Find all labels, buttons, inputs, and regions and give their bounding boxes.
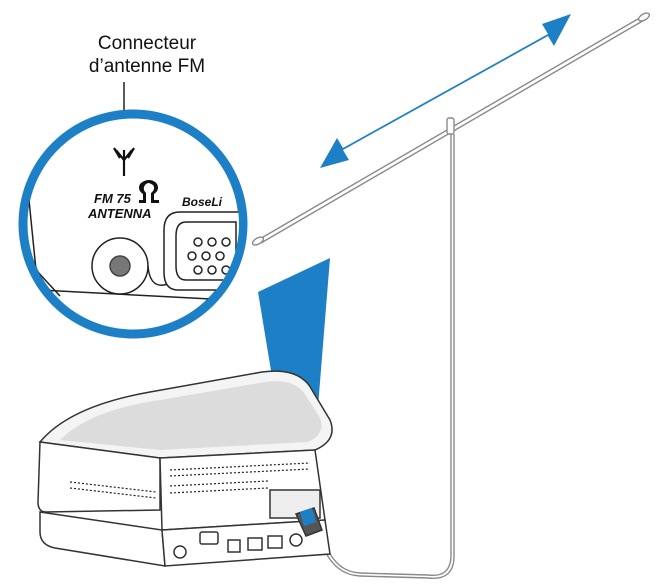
port-1 [199, 531, 219, 545]
port-5 [289, 533, 303, 547]
fm-dipole-antenna [251, 12, 651, 580]
bose-system-unit [37, 370, 333, 567]
vent-slots [169, 462, 311, 494]
ohm-icon [139, 180, 159, 203]
zoom-circle: FM 75 ANTENNA BoseLi [18, 109, 248, 339]
antenna-down-lead [317, 134, 452, 577]
panel-fm-75-text: FM 75 [94, 191, 132, 206]
antenna-center-tab [446, 117, 455, 135]
antenna-icon [113, 147, 135, 176]
label-line-2: d’antenne FM [88, 56, 206, 77]
port-3 [247, 537, 263, 551]
fm-antenna-connector-label: Connecteur d’antenne FM [62, 32, 232, 78]
port-2 [227, 539, 241, 553]
panel-boselink-text: BoseLi [182, 195, 223, 209]
antenna-end-left [251, 236, 265, 246]
antenna-end-right [637, 12, 651, 22]
port-4 [267, 535, 283, 549]
unit-base [39, 511, 166, 567]
double-arrow-icon [320, 14, 571, 168]
label-line-1: Connecteur [97, 33, 197, 54]
unit-front [37, 441, 161, 513]
panel-antenna-text: ANTENNA [87, 206, 152, 221]
boselink-connector [163, 211, 239, 291]
port-6 [173, 545, 187, 559]
